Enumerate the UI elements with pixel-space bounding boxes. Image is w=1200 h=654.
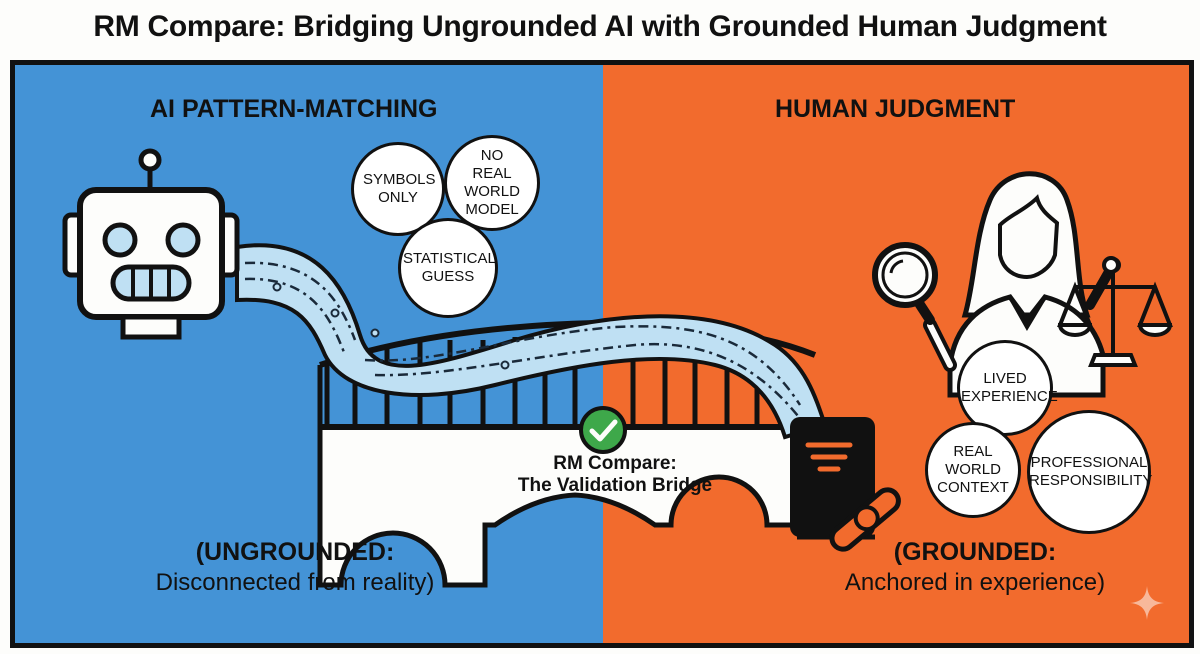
bridge-deck <box>317 424 808 588</box>
ai-footer: (UNGROUNDED: Disconnected from reality) <box>85 538 505 597</box>
bubble-lived-experience: LIVED EXPERIENCE <box>957 340 1058 436</box>
ai-footer-subtitle: Disconnected from reality) <box>155 569 435 596</box>
magnifier-icon <box>872 242 938 325</box>
book-with-diploma-icon <box>790 417 901 552</box>
ai-section-heading: AI PATTERN-MATCHING <box>150 95 438 123</box>
bridge-label-line2: The Validation Bridge <box>517 474 713 496</box>
scales-icon <box>1057 256 1173 367</box>
bridge-label-line1: RM Compare: <box>553 453 677 474</box>
bubble-professional-responsibility: PROFESSIONAL RESPONSIBILITY <box>1027 410 1152 534</box>
page-title: RM Compare: Bridging Ungrounded AI with … <box>93 10 1107 43</box>
diagram-frame: AI PATTERN-MATCHING HUMAN JUDGMENT SYMBO… <box>10 60 1194 648</box>
human-footer: (GROUNDED: Anchored in experience) <box>775 538 1175 597</box>
check-badge-icon <box>579 406 627 454</box>
bubble-no-real-world-model: NO REAL WORLD MODEL <box>444 135 540 231</box>
bridge-label: RM Compare: The Validation Bridge <box>485 453 745 497</box>
bubble-real-world-context: REAL WORLD CONTEXT <box>925 422 1021 518</box>
stream-dots <box>272 282 510 370</box>
sparkle-icon <box>1130 586 1164 620</box>
human-footer-title: (GROUNDED: <box>893 538 1057 566</box>
human-footer-subtitle: Anchored in experience) <box>844 569 1106 596</box>
diagram-artwork <box>62 148 1173 588</box>
robot-icon <box>62 148 240 340</box>
bubble-statistical-guess: STATISTICAL GUESS <box>398 218 498 318</box>
human-section-heading: HUMAN JUDGMENT <box>775 95 1016 123</box>
ai-footer-title: (UNGROUNDED: <box>195 538 395 566</box>
stream-dashes <box>244 261 806 426</box>
